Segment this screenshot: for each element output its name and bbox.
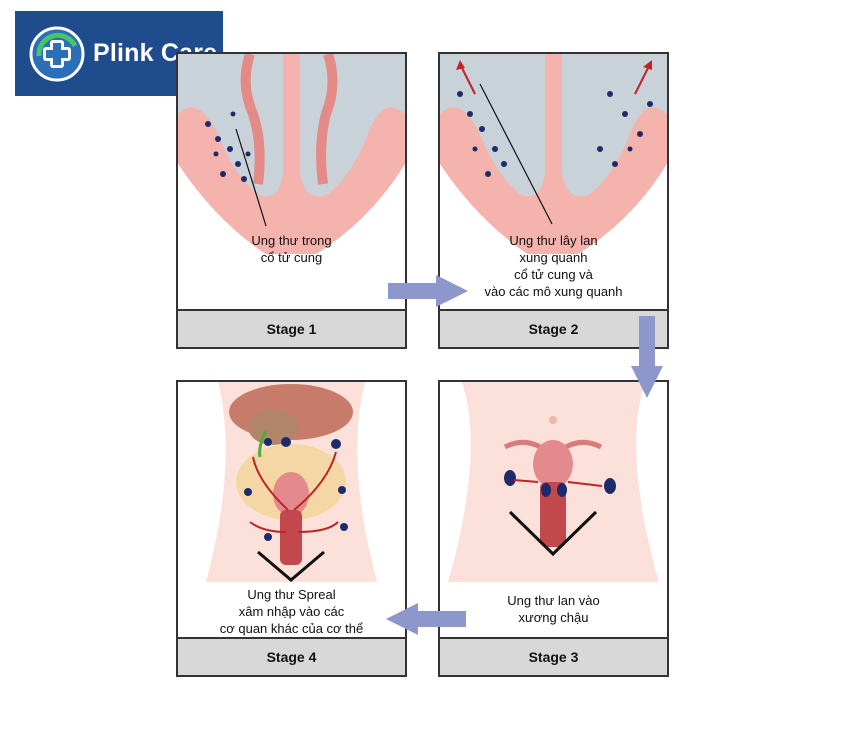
stage-2-caption: Ung thư lây lan xung quanh cổ tử cung và… [440,232,667,300]
stage-3-panel: Ung thư lan vào xương chậu Stage 3 [438,380,669,677]
stage-4-caption: Ung thư Spreal xâm nhập vào các cơ quan … [178,586,405,637]
arrow-down-icon [631,316,663,398]
stage-2-panel: Ung thư lây lan xung quanh cổ tử cung và… [438,52,669,349]
medical-cross-icon [29,26,85,81]
stage-1-label: Stage 1 [178,309,405,347]
arrow-left-icon [386,603,466,635]
caption-line: xâm nhập vào các [238,604,345,619]
metastasis-illustration [178,382,405,582]
pelvis-spread-illustration [440,382,667,582]
stage-4-panel: Ung thư Spreal xâm nhập vào các cơ quan … [176,380,407,677]
caption-line: cổ tử cung [260,250,323,265]
cervix-spread-illustration [440,54,667,254]
caption-line: Ung thư Spreal [247,587,336,602]
caption-line: xương chậu [518,610,589,625]
caption-line: Ung thư lan vào [507,593,600,608]
stage-4-label: Stage 4 [178,637,405,675]
stage-1-panel: Ung thư trong cổ tử cung Stage 1 [176,52,407,349]
cervix-tumor-illustration [178,54,405,254]
stage-3-label: Stage 3 [440,637,667,675]
stage-1-caption: Ung thư trong cổ tử cung [178,232,405,266]
caption-line: vào các mô xung quanh [484,284,623,299]
caption-line: cổ tử cung và [514,267,593,282]
stage-2-label: Stage 2 [440,309,667,347]
caption-line: cơ quan khác của cơ thể [219,621,364,636]
caption-line: Ung thư lây lan [509,233,598,248]
caption-line: Ung thư trong [251,233,332,248]
arrow-right-icon [388,275,468,307]
caption-line: xung quanh [519,250,588,265]
stage-3-caption: Ung thư lan vào xương chậu [440,592,667,626]
